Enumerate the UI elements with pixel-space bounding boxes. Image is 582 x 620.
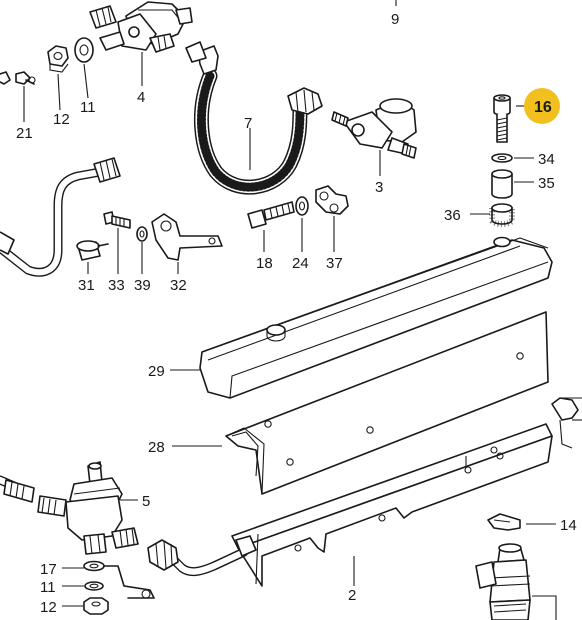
- label-39[interactable]: 39: [134, 277, 151, 294]
- pressure-damper-part-4[interactable]: [89, 1, 193, 53]
- label-28[interactable]: 28: [148, 439, 165, 456]
- highlight-badge: [524, 88, 560, 124]
- label-9[interactable]: 9: [391, 11, 399, 28]
- label-33[interactable]: 33: [108, 277, 125, 294]
- label-21[interactable]: 21: [16, 125, 33, 142]
- label-36[interactable]: 36: [444, 207, 461, 224]
- label-32[interactable]: 32: [170, 277, 187, 294]
- pressure-damper-part-3[interactable]: [331, 98, 417, 159]
- fuel-line-lower-left[interactable]: [0, 475, 35, 503]
- label-14[interactable]: 14: [560, 517, 577, 534]
- clamp-part-31[interactable]: [76, 240, 109, 261]
- bracket-part-37[interactable]: [315, 185, 349, 215]
- washer-part-34[interactable]: [491, 153, 513, 163]
- washer-part-11-bottom[interactable]: [84, 581, 104, 591]
- spacer-part-35[interactable]: [491, 169, 513, 199]
- label-29[interactable]: 29: [148, 363, 165, 380]
- bolt-part-18[interactable]: [247, 201, 295, 229]
- label-11-top[interactable]: 11: [80, 99, 96, 116]
- nut-part-12-top[interactable]: [47, 45, 69, 73]
- label-5[interactable]: 5: [142, 493, 150, 510]
- seal-part-17[interactable]: [83, 560, 155, 599]
- label-35[interactable]: 35: [538, 175, 555, 192]
- bracket-part-32[interactable]: [151, 213, 223, 261]
- washer-part-24[interactable]: [295, 196, 309, 216]
- label-7[interactable]: 7: [244, 115, 252, 132]
- bolt-part-33[interactable]: [103, 211, 131, 229]
- label-24[interactable]: 24: [292, 255, 309, 272]
- part-labels: 9 16 34 35 36 4 7 3 11 12 21 18 24 37 31…: [16, 11, 577, 616]
- label-37[interactable]: 37: [326, 255, 343, 272]
- label-12-bottom[interactable]: 12: [40, 599, 57, 616]
- fuel-line-upper-left[interactable]: [0, 157, 121, 277]
- label-34[interactable]: 34: [538, 151, 555, 168]
- label-11-bottom[interactable]: 11: [40, 579, 56, 596]
- fuel-line-to-rail[interactable]: [147, 535, 257, 577]
- label-4[interactable]: 4: [137, 89, 145, 106]
- hose-clamp-part-21[interactable]: [0, 71, 36, 85]
- fuel-hose-part-7[interactable]: [185, 41, 323, 195]
- rail-cover-part-29[interactable]: [199, 236, 553, 399]
- label-2[interactable]: 2: [348, 587, 356, 604]
- label-12-top[interactable]: 12: [53, 111, 70, 128]
- washer-part-39[interactable]: [136, 226, 148, 242]
- label-16[interactable]: 16: [534, 99, 552, 116]
- clip-part-14[interactable]: [487, 513, 521, 531]
- nut-part-12-bottom[interactable]: [83, 597, 109, 615]
- label-31[interactable]: 31: [78, 277, 95, 294]
- gasket-plate-part-28[interactable]: [225, 311, 549, 495]
- label-3[interactable]: 3: [375, 179, 383, 196]
- injector[interactable]: [475, 543, 531, 620]
- fuel-rail-part-2[interactable]: [231, 423, 553, 587]
- label-18[interactable]: 18: [256, 255, 273, 272]
- bolt-part-16[interactable]: [493, 94, 511, 143]
- washer-part-11-top[interactable]: [74, 37, 94, 63]
- leader-lines: [23, 0, 557, 620]
- injector-clamp[interactable]: [551, 397, 582, 449]
- pressure-regulator-part-5[interactable]: [37, 461, 139, 555]
- label-17[interactable]: 17: [40, 561, 57, 578]
- grommet-part-36[interactable]: [489, 203, 515, 227]
